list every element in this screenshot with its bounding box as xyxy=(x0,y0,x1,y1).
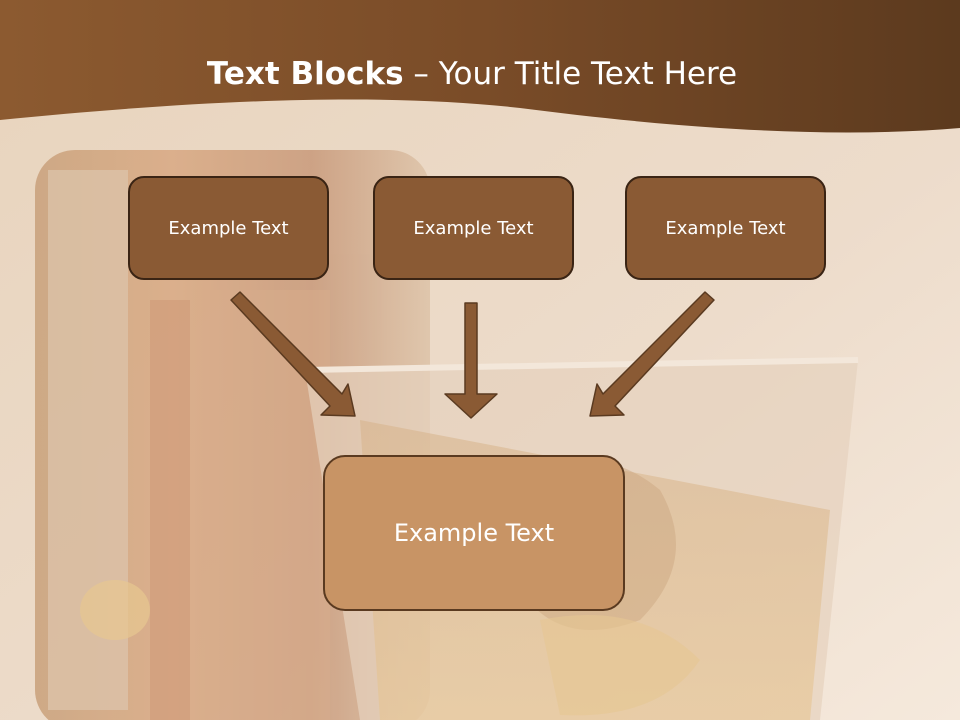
text-box-center[interactable]: Example Text xyxy=(323,455,625,611)
text-box-left-label: Example Text xyxy=(168,217,289,239)
text-box-left[interactable]: Example Text xyxy=(128,176,329,280)
text-box-right-label: Example Text xyxy=(665,217,786,239)
arrow-down-icon xyxy=(444,302,498,419)
title-bold: Text Blocks xyxy=(206,56,404,92)
text-box-middle[interactable]: Example Text xyxy=(373,176,574,280)
arrow-left-icon xyxy=(230,291,356,417)
text-box-right[interactable]: Example Text xyxy=(625,176,826,280)
slide-title: Text Blocks – Your Title Text Here xyxy=(0,52,944,96)
header-band xyxy=(0,0,960,133)
arrow-right-icon xyxy=(589,291,715,417)
title-rest: Your Title Text Here xyxy=(438,56,738,92)
text-box-middle-label: Example Text xyxy=(413,217,534,239)
title-dash: – xyxy=(403,56,439,92)
text-box-center-label: Example Text xyxy=(393,519,555,547)
